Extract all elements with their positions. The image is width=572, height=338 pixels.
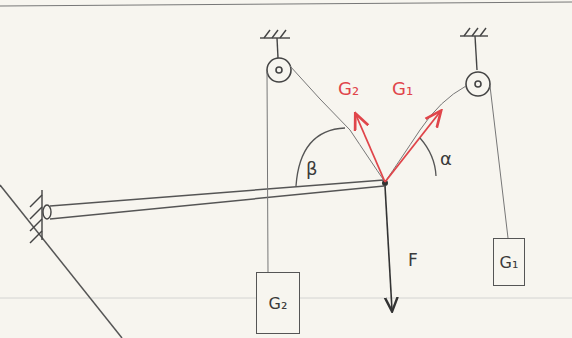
force-label: G₁	[392, 80, 413, 98]
weight-box: G₂	[256, 272, 300, 334]
force-label: F	[408, 252, 418, 269]
force-arrow	[385, 186, 392, 310]
sketch-line	[0, 185, 122, 338]
force-label: G₂	[338, 80, 359, 98]
beam	[50, 180, 384, 219]
ceiling-line	[0, 2, 572, 6]
angle-arc	[296, 128, 345, 186]
weight-label: G₂	[269, 294, 288, 313]
weight-box: G₁	[493, 238, 525, 286]
force-arrow	[356, 115, 385, 182]
angle-label: β	[306, 160, 318, 178]
angle-label: α	[440, 150, 452, 168]
pulley-support	[260, 28, 488, 70]
wall-support	[30, 190, 51, 243]
weight-label: G₁	[500, 253, 519, 272]
force-arrow	[385, 112, 440, 182]
angle-arc	[420, 138, 436, 176]
